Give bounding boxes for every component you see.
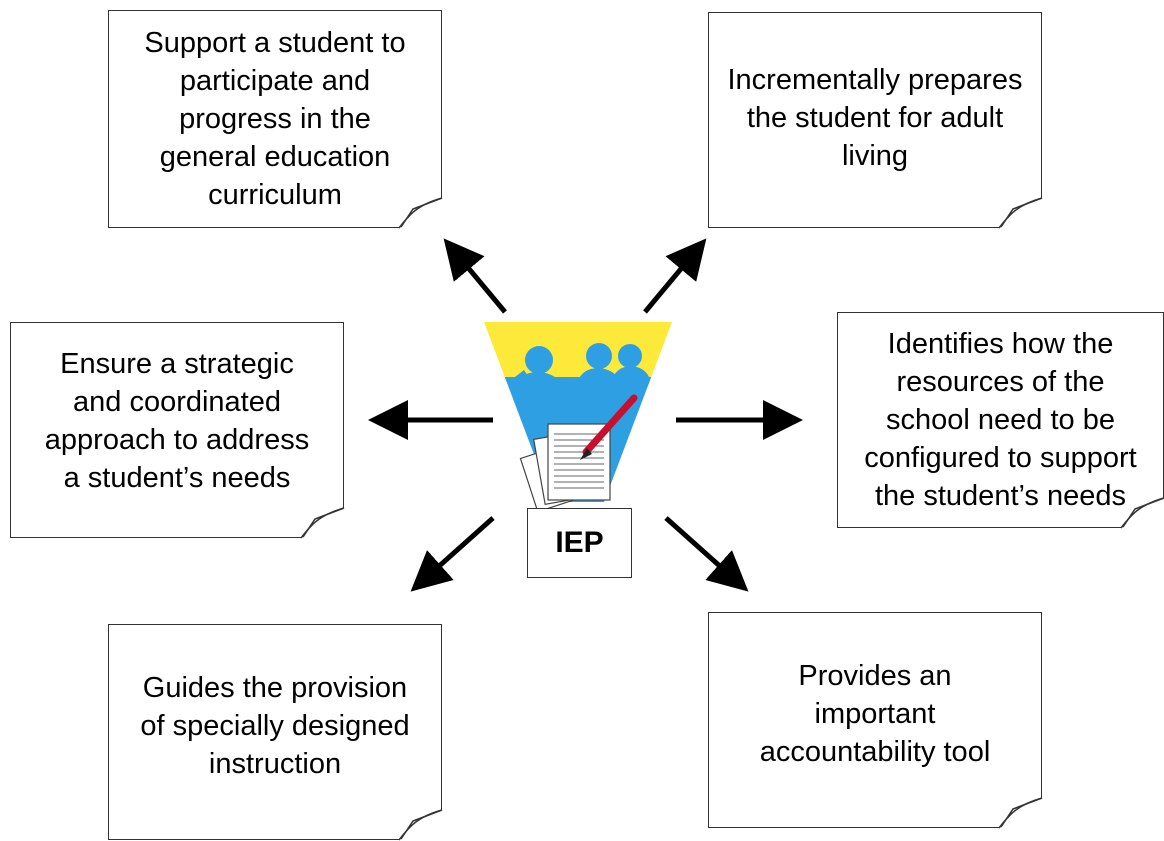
arrow-top-right bbox=[643, 238, 707, 314]
note-mid-right-text: Identifies how the resources of the scho… bbox=[864, 328, 1137, 512]
page-curl-icon bbox=[1121, 497, 1164, 529]
note-bottom-left: Guides the provision of specially design… bbox=[108, 624, 443, 841]
iep-label-box: IEP bbox=[527, 508, 632, 578]
note-top-left-text: Support a student to participate and pro… bbox=[144, 27, 406, 211]
page-curl-icon bbox=[999, 797, 1043, 829]
page-curl-icon bbox=[301, 507, 345, 539]
iep-label: IEP bbox=[555, 526, 604, 559]
note-top-left: Support a student to participate and pro… bbox=[108, 10, 443, 229]
arrow-bottom-right bbox=[664, 516, 749, 592]
page-curl-icon bbox=[399, 809, 443, 841]
note-bottom-left-text: Guides the provision of specially design… bbox=[140, 672, 410, 780]
note-top-right: Incrementally prepares the student for a… bbox=[708, 12, 1043, 229]
note-top-right-text: Incrementally prepares the student for a… bbox=[727, 64, 1023, 172]
note-bottom-right-text: Provides an important accountability too… bbox=[759, 660, 991, 768]
arrow-bottom-left bbox=[410, 516, 495, 592]
arrow-top-left bbox=[443, 238, 507, 314]
note-mid-left: Ensure a strategic and coordinated appro… bbox=[10, 322, 345, 539]
note-mid-left-text: Ensure a strategic and coordinated appro… bbox=[44, 348, 310, 494]
page-curl-icon bbox=[399, 197, 443, 229]
note-mid-right: Identifies how the resources of the scho… bbox=[837, 312, 1164, 529]
note-bottom-right: Provides an important accountability too… bbox=[708, 612, 1043, 829]
pen-icon bbox=[580, 394, 638, 460]
iep-funnel-graphic bbox=[484, 322, 672, 512]
page-curl-icon bbox=[999, 197, 1043, 229]
